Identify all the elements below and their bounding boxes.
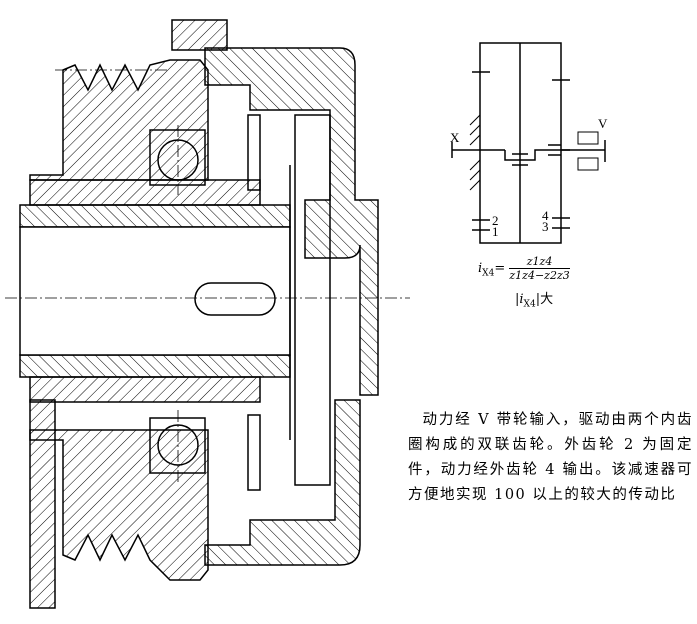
inner-sleeve-lower [29,376,261,403]
transmission-ratio-formula: iX4= z1z4 z1z4−z2z3 [478,255,570,282]
carrier-frame [479,42,562,244]
housing-upper [204,47,379,396]
formula-eq: = [494,261,506,276]
magnitude-text: |i [515,292,524,307]
housing-lower [204,399,361,566]
description-caption: 动力经 V 带轮输入，驱动由两个内齿圈构成的双联齿轮。外齿轮 2 为固定件，动力… [408,408,693,508]
caption-text: 动力经 V 带轮输入，驱动由两个内齿圈构成的双联齿轮。外齿轮 2 为固定件，动力… [408,412,693,503]
bearing-upper [149,129,206,186]
label-input-x: X [450,130,460,145]
inner-sleeve-upper [29,179,261,206]
formula-numerator: z1z4 [509,255,570,269]
shaft-sleeve-lower [19,354,291,378]
formula-denominator: z1z4−z2z3 [509,269,570,282]
gear-train-schematic: X V 2 1 4 3 [450,42,608,244]
formula-lhs-sub: X4 [482,268,495,279]
label-output-v: V [598,116,608,131]
shaft-body [19,226,291,356]
top-bolt [171,19,228,51]
label-gear-1: 1 [492,224,499,239]
bearing-lower [149,417,206,474]
magnitude-suffix: |大 [535,292,554,307]
formula-lhs: i [478,261,483,276]
pulley-upper [29,59,209,181]
shaft-sleeve-upper [19,204,291,228]
gear-plate-upper [247,114,261,191]
label-gear-4: 4 [542,208,549,223]
fixed-support-hatch [469,114,481,191]
gear-plate-lower [247,414,261,491]
formula-fraction: z1z4 z1z4−z2z3 [509,255,570,282]
gear-disk [294,114,331,486]
magnitude-sub: X4 [523,299,536,310]
label-gear-3: 3 [542,219,549,234]
reducer-cross-section-drawing [5,19,410,609]
flange-lower [29,399,56,609]
keyway-slot [194,282,276,316]
pulley-lower [29,429,209,581]
ratio-magnitude-note: |iX4|大 [515,288,553,310]
label-gear-2: 2 [492,213,499,228]
